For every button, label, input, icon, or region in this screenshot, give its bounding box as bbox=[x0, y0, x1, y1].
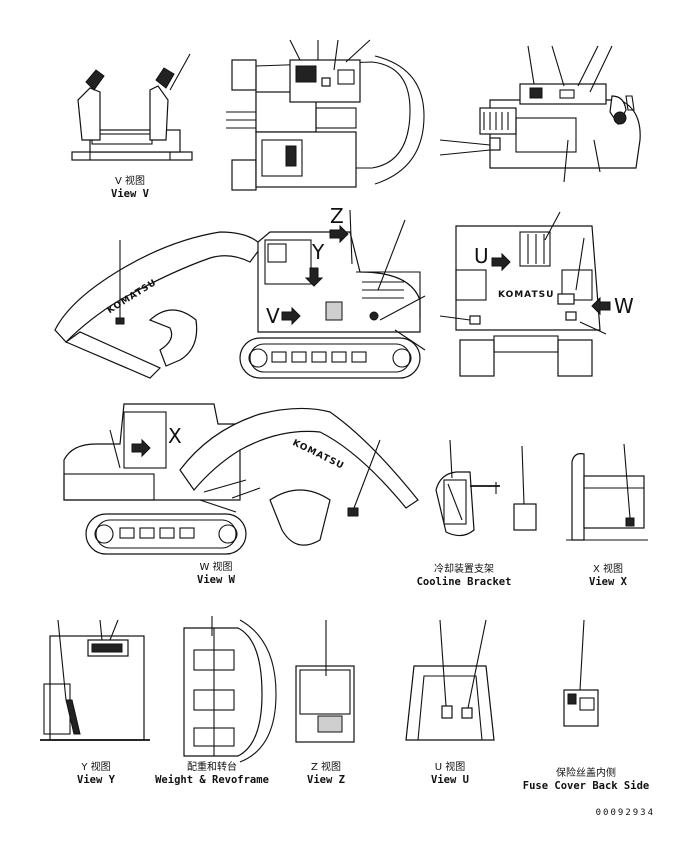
arrow-label-x: X bbox=[168, 424, 182, 448]
top-plan-drawing bbox=[226, 39, 425, 191]
label-view-z: Z 视图 View Z bbox=[307, 762, 345, 786]
arrow-label-z: Z bbox=[330, 204, 344, 228]
label-view-z-en: View Z bbox=[307, 774, 345, 786]
label-fuse-cover-cn: 保险丝盖内侧 bbox=[556, 768, 616, 779]
label-cooling-bracket: 冷却装置支架 Cooline Bracket bbox=[417, 564, 512, 588]
cooling-bracket-drawing bbox=[435, 439, 537, 537]
rear-view-drawing bbox=[439, 211, 611, 377]
label-view-v: V 视图 View V bbox=[111, 176, 149, 200]
brand-logo-rear: KOMATSU bbox=[498, 290, 555, 300]
view-y-drawing bbox=[40, 619, 150, 741]
label-view-y-en: View Y bbox=[77, 774, 115, 786]
label-cooling-bracket-en: Cooline Bracket bbox=[416, 576, 512, 588]
arrow-label-u: U bbox=[474, 244, 489, 268]
label-view-z-cn: Z 视图 bbox=[310, 762, 342, 773]
label-weight-revoframe: 配重和转台 Weight & Revoframe bbox=[155, 762, 269, 786]
label-view-v-en: View V bbox=[111, 188, 149, 200]
label-cooling-bracket-cn: 冷却装置支架 bbox=[433, 564, 494, 575]
label-view-w-en: View W bbox=[197, 574, 235, 586]
arrow-label-w: W bbox=[614, 294, 634, 318]
view-x-drawing bbox=[566, 443, 648, 541]
label-view-u: U 视图 View U bbox=[431, 762, 469, 786]
view-u-drawing bbox=[405, 619, 495, 741]
label-view-y: Y 视图 View Y bbox=[77, 762, 115, 786]
arrow-label-v: V bbox=[266, 304, 280, 328]
label-view-y-cn: Y 视图 bbox=[81, 762, 111, 773]
label-fuse-cover: 保险丝盖内侧 Fuse Cover Back Side bbox=[523, 768, 649, 792]
label-weight-revoframe-en: Weight & Revoframe bbox=[155, 774, 269, 786]
label-view-u-en: View U bbox=[431, 774, 469, 786]
fuse-cover-drawing bbox=[563, 619, 599, 727]
label-weight-revoframe-cn: 配重和转台 bbox=[186, 762, 237, 773]
upper-right-drawing bbox=[439, 45, 641, 183]
arrow-label-y: Y bbox=[312, 240, 325, 264]
label-view-u-cn: U 视图 bbox=[434, 762, 466, 773]
view-w-drawing bbox=[63, 403, 419, 555]
weight-revoframe-drawing bbox=[183, 616, 277, 763]
label-view-x-cn: X 视图 bbox=[592, 564, 624, 575]
document-number: 00092934 bbox=[595, 808, 655, 818]
label-view-x-en: View X bbox=[589, 576, 627, 588]
main-excavator-drawing bbox=[54, 209, 426, 379]
label-fuse-cover-en: Fuse Cover Back Side bbox=[522, 780, 650, 792]
label-view-v-cn: V 视图 bbox=[114, 176, 146, 187]
view-v-drawing bbox=[71, 53, 193, 161]
label-view-w: W 视图 View W bbox=[197, 562, 235, 586]
label-view-x: X 视图 View X bbox=[589, 564, 627, 588]
label-view-w-cn: W 视图 bbox=[199, 562, 233, 573]
view-z-drawing bbox=[295, 620, 355, 743]
